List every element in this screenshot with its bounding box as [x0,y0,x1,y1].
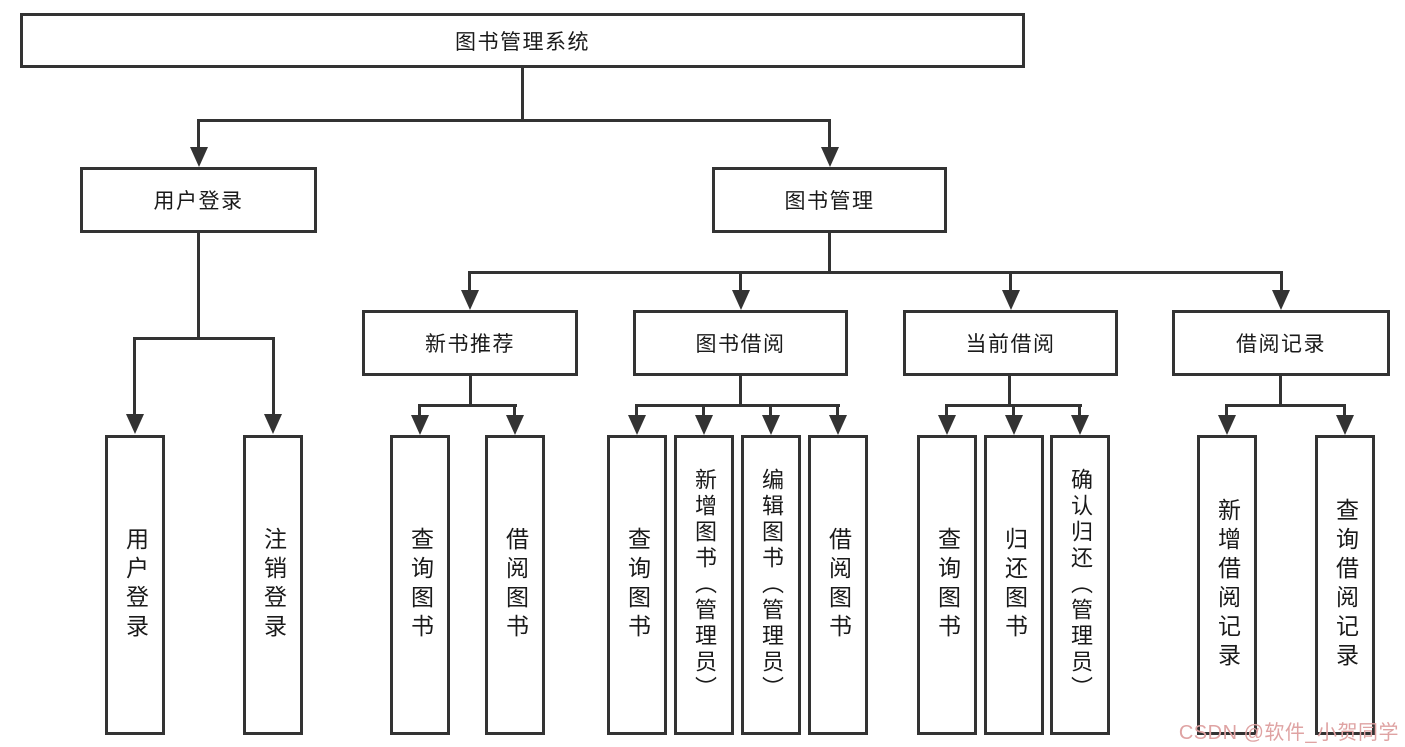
connector-line [521,68,524,122]
arrow-down-icon [1005,415,1023,435]
leaf-label: 注销登录 [260,527,287,643]
leaf-query-book-recommend: 查询图书 [390,435,450,735]
leaf-label: 查询图书 [407,527,434,643]
node-root-label: 图书管理系统 [455,30,590,54]
arrow-down-icon [264,414,282,434]
connector-line [133,337,275,340]
connector-line [197,119,200,150]
arrow-down-icon [829,415,847,435]
node-book-management: 图书管理 [712,167,947,233]
arrow-down-icon [411,415,429,435]
arrow-down-icon [1002,290,1020,310]
connector-line [513,404,516,417]
leaf-label: 查询图书 [624,527,651,643]
connector-line [1008,376,1011,407]
connector-line [769,404,772,417]
arrow-down-icon [762,415,780,435]
arrow-down-icon [126,414,144,434]
leaf-query-book-borrow: 查询图书 [607,435,667,735]
connector-line [1225,404,1346,407]
connector-line [828,119,831,150]
connector-line [133,337,136,415]
connector-line [1225,404,1228,417]
connector-line [1343,404,1346,417]
arrow-down-icon [506,415,524,435]
leaf-edit-book-admin: 编辑图书（管理员） [741,435,801,735]
connector-line [418,404,421,417]
connector-line [945,404,948,417]
leaf-add-book-admin: 新增图书（管理员） [674,435,734,735]
connector-line [828,233,831,274]
arrow-down-icon [1218,415,1236,435]
node-label: 图书管理 [784,190,875,213]
leaf-label: 借阅图书 [825,527,852,643]
leaf-label: 查询图书 [934,527,961,643]
csdn-watermark: CSDN @软件_小贺同学 [1178,722,1399,744]
leaf-query-borrow-record: 查询借阅记录 [1315,435,1375,735]
arrow-down-icon [938,415,956,435]
leaf-user-login: 用户登录 [105,435,165,735]
arrow-down-icon [821,147,839,167]
leaf-logout: 注销登录 [243,435,303,735]
leaf-label: 查询借阅记录 [1332,498,1359,672]
leaf-label: 归还图书 [1001,527,1028,643]
arrow-down-icon [695,415,713,435]
node-user-login-branch: 用户登录 [80,167,317,233]
connector-line [272,337,275,415]
arrow-down-icon [190,147,208,167]
node-borrow-records: 借阅记录 [1172,310,1390,376]
connector-line [1078,404,1081,417]
leaf-confirm-return-admin: 确认归还（管理员） [1050,435,1110,735]
connector-line [1279,376,1282,407]
arrow-down-icon [732,290,750,310]
node-new-book-recommend: 新书推荐 [362,310,578,376]
connector-line [197,233,200,340]
node-root: 图书管理系统 [20,13,1025,68]
node-current-borrow: 当前借阅 [903,310,1118,376]
arrow-down-icon [628,415,646,435]
node-label: 用户登录 [153,190,244,213]
connector-line [702,404,705,417]
connector-line [1009,271,1012,292]
leaf-label: 用户登录 [122,527,149,643]
leaf-borrow-book: 借阅图书 [808,435,868,735]
connector-line [836,404,839,417]
arrow-down-icon [461,290,479,310]
connector-line [469,376,472,407]
leaf-borrow-book-recommend: 借阅图书 [485,435,545,735]
node-label: 新书推荐 [425,333,515,356]
node-label: 借阅记录 [1236,333,1326,356]
connector-line [635,404,840,407]
connector-line [468,271,471,292]
leaf-label: 编辑图书（管理员） [759,468,784,702]
node-label: 图书借阅 [695,333,786,356]
leaf-query-book-current: 查询图书 [917,435,977,735]
node-book-borrow: 图书借阅 [633,310,848,376]
connector-line [1280,271,1283,292]
node-label: 当前借阅 [965,333,1056,356]
connector-line [468,271,1283,274]
leaf-label: 新增借阅记录 [1214,498,1241,672]
arrow-down-icon [1336,415,1354,435]
arrow-down-icon [1071,415,1089,435]
connector-line [1012,404,1015,417]
leaf-label: 借阅图书 [502,527,529,643]
leaf-label: 确认归还（管理员） [1068,468,1093,702]
leaf-return-book: 归还图书 [984,435,1044,735]
connector-line [197,119,831,122]
leaf-add-borrow-record: 新增借阅记录 [1197,435,1257,735]
arrow-down-icon [1272,290,1290,310]
connector-line [635,404,638,417]
connector-line [739,376,742,407]
leaf-label: 新增图书（管理员） [692,468,717,702]
connector-line [418,404,517,407]
connector-line [739,271,742,292]
